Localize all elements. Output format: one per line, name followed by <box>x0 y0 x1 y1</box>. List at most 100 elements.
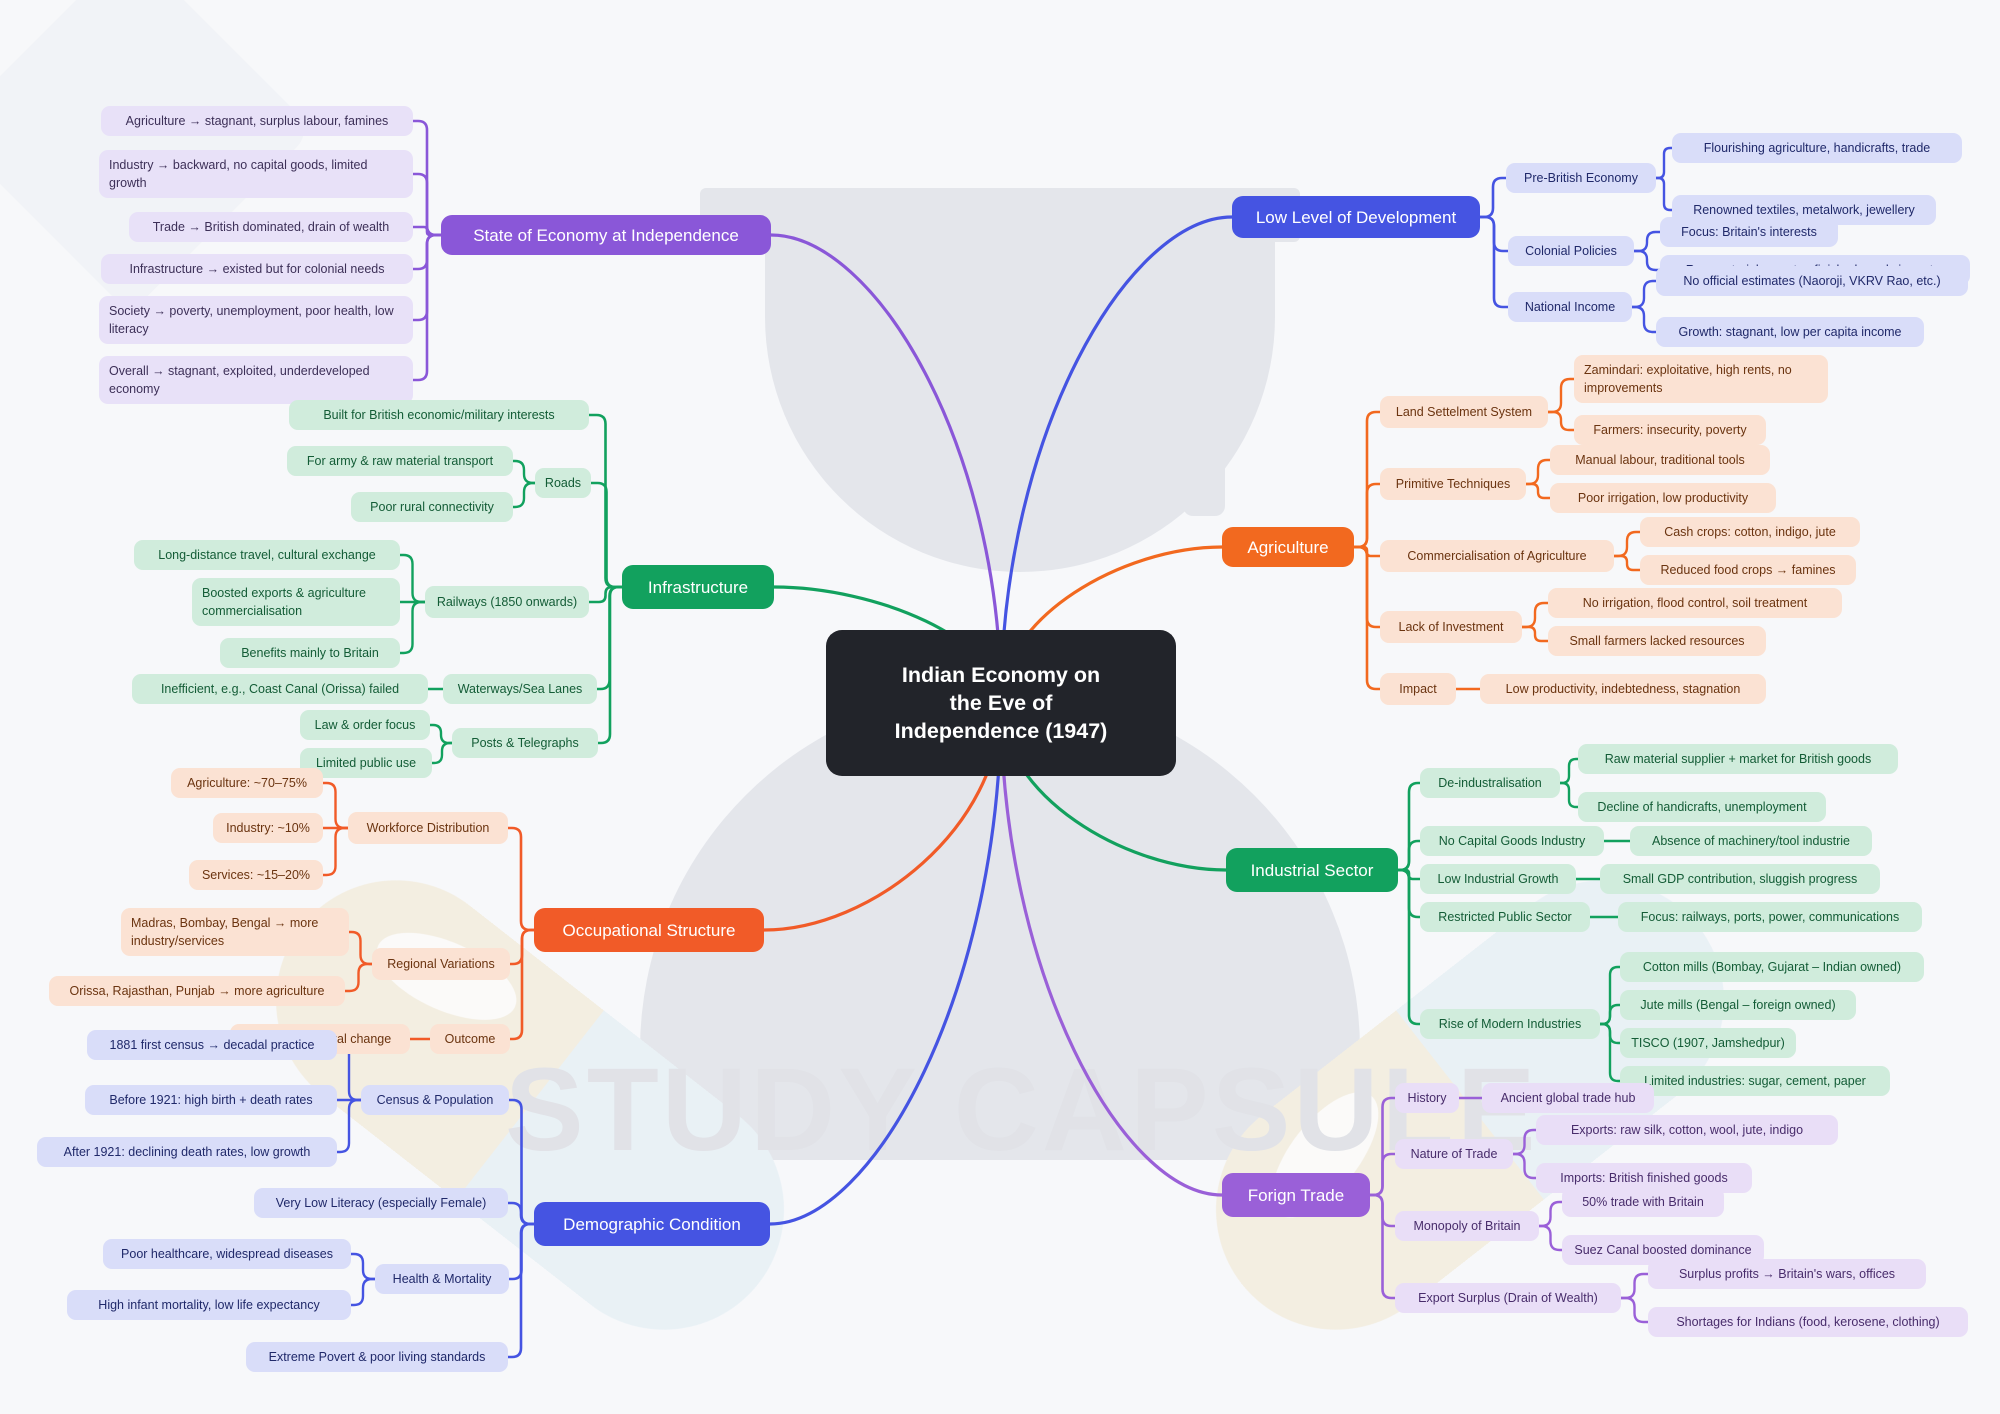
node-state-of-economy-agri-stagnant[interactable]: Agriculture → stagnant, surplus labour, … <box>101 106 413 136</box>
node-low-level-growth-stagnant[interactable]: Growth: stagnant, low per capita income <box>1656 317 1924 347</box>
node-low-level-renowned[interactable]: Renowned textiles, metalwork, jewellery <box>1672 195 1936 225</box>
node-agriculture-lack-investment[interactable]: Lack of Investment <box>1380 611 1522 643</box>
edge-occupational-orissa <box>343 962 374 993</box>
node-low-level-flourishing[interactable]: Flourishing agriculture, handicrafts, tr… <box>1672 133 1962 163</box>
node-forign-trade-ancient-hub[interactable]: Ancient global trade hub <box>1482 1083 1654 1113</box>
node-state-of-economy-industry-backward[interactable]: Industry → backward, no capital goods, l… <box>99 150 413 198</box>
edge-demographic-after-1921 <box>335 1098 363 1154</box>
branch-infrastructure[interactable]: Infrastructure <box>622 565 774 609</box>
node-agriculture-poor-irrigation[interactable]: Poor irrigation, low productivity <box>1550 483 1776 513</box>
node-industrial-cotton-mills[interactable]: Cotton mills (Bombay, Gujarat – Indian o… <box>1620 952 1924 982</box>
node-forign-trade-nature-trade[interactable]: Nature of Trade <box>1395 1139 1513 1169</box>
node-occupational-madras[interactable]: Madras, Bombay, Bengal → more industry/s… <box>121 908 349 956</box>
node-infrastructure-benefits-britain[interactable]: Benefits mainly to Britain <box>220 638 400 668</box>
node-demographic-low-literacy[interactable]: Very Low Literacy (especially Female) <box>254 1188 508 1218</box>
node-industrial-focus-railways[interactable]: Focus: railways, ports, power, communica… <box>1618 902 1922 932</box>
node-occupational-agri-share[interactable]: Agriculture: ~70–75% <box>171 768 323 798</box>
node-occupational-orissa[interactable]: Orissa, Rajasthan, Punjab → more agricul… <box>49 976 345 1006</box>
branch-state-of-economy[interactable]: State of Economy at Independence <box>441 215 771 255</box>
node-demographic-extreme-poverty[interactable]: Extreme Povert & poor living standards <box>246 1342 508 1372</box>
node-industrial-absence-machinery[interactable]: Absence of machinery/tool industrie <box>1630 826 1872 856</box>
node-infrastructure-roads[interactable]: Roads <box>535 468 591 498</box>
node-agriculture-primitive[interactable]: Primitive Techniques <box>1380 468 1526 500</box>
node-low-level-no-estimates[interactable]: No official estimates (Naoroji, VKRV Rao… <box>1656 266 1968 296</box>
node-low-level-national-income[interactable]: National Income <box>1508 292 1632 322</box>
node-forign-trade-history[interactable]: History <box>1395 1083 1459 1113</box>
node-occupational-industry-share[interactable]: Industry: ~10% <box>213 813 323 843</box>
edge-center-demographic <box>768 701 1003 1226</box>
node-infrastructure-boosted-exports[interactable]: Boosted exports & agriculture commercial… <box>192 578 400 626</box>
node-industrial-no-capital-goods[interactable]: No Capital Goods Industry <box>1420 826 1604 856</box>
node-demographic-first-census[interactable]: 1881 first census → decadal practice <box>87 1030 337 1060</box>
edge-demographic-poor-healthcare <box>349 1252 377 1281</box>
node-occupational-outcome[interactable]: Outcome <box>430 1024 510 1054</box>
node-agriculture-land-system[interactable]: Land Settelment System <box>1380 396 1548 428</box>
node-infrastructure-for-army[interactable]: For army & raw material transport <box>287 446 513 476</box>
node-industrial-deindustralisation[interactable]: De-industralisation <box>1420 768 1560 798</box>
edge-industrial-jute-mills <box>1598 1003 1622 1026</box>
node-state-of-economy-trade-british[interactable]: Trade → British dominated, drain of weal… <box>129 212 413 242</box>
node-industrial-limited-industries[interactable]: Limited industries: sugar, cement, paper <box>1620 1066 1890 1096</box>
node-occupational-regional[interactable]: Regional Variations <box>372 948 510 980</box>
branch-agriculture[interactable]: Agriculture <box>1222 527 1354 567</box>
node-industrial-jute-mills[interactable]: Jute mills (Bengal – foreign owned) <box>1620 990 1856 1020</box>
node-demographic-after-1921[interactable]: After 1921: declining death rates, low g… <box>37 1137 337 1167</box>
node-agriculture-manual-labour[interactable]: Manual labour, traditional tools <box>1550 445 1770 475</box>
node-agriculture-commercialisation[interactable]: Commercialisation of Agriculture <box>1380 540 1614 572</box>
node-infrastructure-built-british[interactable]: Built for British economic/military inte… <box>289 400 589 430</box>
node-agriculture-no-irrigation[interactable]: No irrigation, flood control, soil treat… <box>1548 588 1842 618</box>
node-state-of-economy-society-poverty[interactable]: Society → poverty, unemployment, poor he… <box>99 296 413 344</box>
branch-forign-trade[interactable]: Forign Trade <box>1222 1173 1370 1217</box>
node-forign-trade-fifty-trade[interactable]: 50% trade with Britain <box>1562 1187 1724 1217</box>
node-demographic-census[interactable]: Census & Population <box>361 1085 509 1115</box>
node-industrial-restricted-public[interactable]: Restricted Public Sector <box>1420 902 1590 932</box>
edge-low-level-flourishing <box>1654 146 1674 180</box>
node-industrial-small-gdp[interactable]: Small GDP contribution, sluggish progres… <box>1600 864 1880 894</box>
branch-low-level[interactable]: Low Level of Development <box>1232 196 1480 238</box>
node-forign-trade-shortages[interactable]: Shortages for Indians (food, kerosene, c… <box>1648 1307 1968 1337</box>
node-infrastructure-waterways[interactable]: Waterways/Sea Lanes <box>443 674 597 704</box>
node-industrial-rise-modern[interactable]: Rise of Modern Industries <box>1420 1009 1600 1039</box>
node-agriculture-farmers[interactable]: Farmers: insecurity, poverty <box>1574 415 1766 445</box>
node-forign-trade-surplus-profits[interactable]: Surplus profits → Britain's wars, office… <box>1648 1259 1926 1289</box>
node-low-level-colonial-policies[interactable]: Colonial Policies <box>1508 236 1634 266</box>
node-forign-trade-export-surplus[interactable]: Export Surplus (Drain of Wealth) <box>1395 1283 1621 1313</box>
node-industrial-low-growth[interactable]: Low Industrial Growth <box>1420 864 1576 894</box>
node-infrastructure-long-distance[interactable]: Long-distance travel, cultural exchange <box>134 540 400 570</box>
node-low-level-focus-britain[interactable]: Focus: Britain's interests <box>1660 217 1838 247</box>
node-agriculture-impact[interactable]: Impact <box>1380 673 1456 705</box>
node-state-of-economy-overall-stagnant[interactable]: Overall → stagnant, exploited, underdeve… <box>99 356 413 404</box>
node-demographic-before-1921[interactable]: Before 1921: high birth + death rates <box>85 1085 337 1115</box>
edge-infrastructure-roads <box>589 481 624 589</box>
node-demographic-poor-healthcare[interactable]: Poor healthcare, widespread diseases <box>103 1239 351 1269</box>
watermark-tassel-knob-icon <box>1183 452 1225 516</box>
node-state-of-economy-infra-colonial[interactable]: Infrastructure → existed but for colonia… <box>101 254 413 284</box>
branch-occupational[interactable]: Occupational Structure <box>534 908 764 952</box>
node-infrastructure-poor-rural[interactable]: Poor rural connectivity <box>351 492 513 522</box>
node-agriculture-low-productivity[interactable]: Low productivity, indebtedness, stagnati… <box>1480 674 1766 704</box>
node-forign-trade-monopoly[interactable]: Monopoly of Britain <box>1395 1211 1539 1241</box>
node-agriculture-reduced-food[interactable]: Reduced food crops → famines <box>1640 555 1856 585</box>
node-occupational-services-share[interactable]: Services: ~15–20% <box>189 860 323 890</box>
node-infrastructure-law-order[interactable]: Law & order focus <box>300 710 430 740</box>
edge-infrastructure-benefits-britain <box>398 600 427 655</box>
node-forign-trade-exports[interactable]: Exports: raw silk, cotton, wool, jute, i… <box>1536 1115 1838 1145</box>
node-infrastructure-railways[interactable]: Railways (1850 onwards) <box>425 586 589 618</box>
node-agriculture-cash-crops[interactable]: Cash crops: cotton, indigo, jute <box>1640 517 1860 547</box>
node-industrial-tisco[interactable]: TISCO (1907, Jamshedpur) <box>1620 1028 1796 1058</box>
node-industrial-decline-handicrafts[interactable]: Decline of handicrafts, unemployment <box>1578 792 1826 822</box>
branch-industrial[interactable]: Industrial Sector <box>1226 848 1398 892</box>
node-demographic-infant-mortality[interactable]: High infant mortality, low life expectan… <box>67 1290 351 1320</box>
node-infrastructure-inefficient[interactable]: Inefficient, e.g., Coast Canal (Orissa) … <box>132 674 428 704</box>
central-topic[interactable]: Indian Economy on the Eve of Independenc… <box>826 630 1176 776</box>
node-agriculture-zamindari[interactable]: Zamindari: exploitative, high rents, no … <box>1574 355 1828 403</box>
node-agriculture-small-farmers[interactable]: Small farmers lacked resources <box>1548 626 1766 656</box>
node-industrial-raw-supplier[interactable]: Raw material supplier + market for Briti… <box>1578 744 1898 774</box>
node-infrastructure-posts[interactable]: Posts & Telegraphs <box>452 728 598 758</box>
node-demographic-health[interactable]: Health & Mortality <box>375 1264 509 1294</box>
edge-agriculture-no-irrigation <box>1520 601 1550 629</box>
edge-demographic-extreme-poverty <box>506 1222 536 1359</box>
node-low-level-pre-british[interactable]: Pre-British Economy <box>1506 163 1656 193</box>
node-occupational-workforce[interactable]: Workforce Distribution <box>348 812 508 844</box>
branch-demographic[interactable]: Demographic Condition <box>534 1202 770 1246</box>
